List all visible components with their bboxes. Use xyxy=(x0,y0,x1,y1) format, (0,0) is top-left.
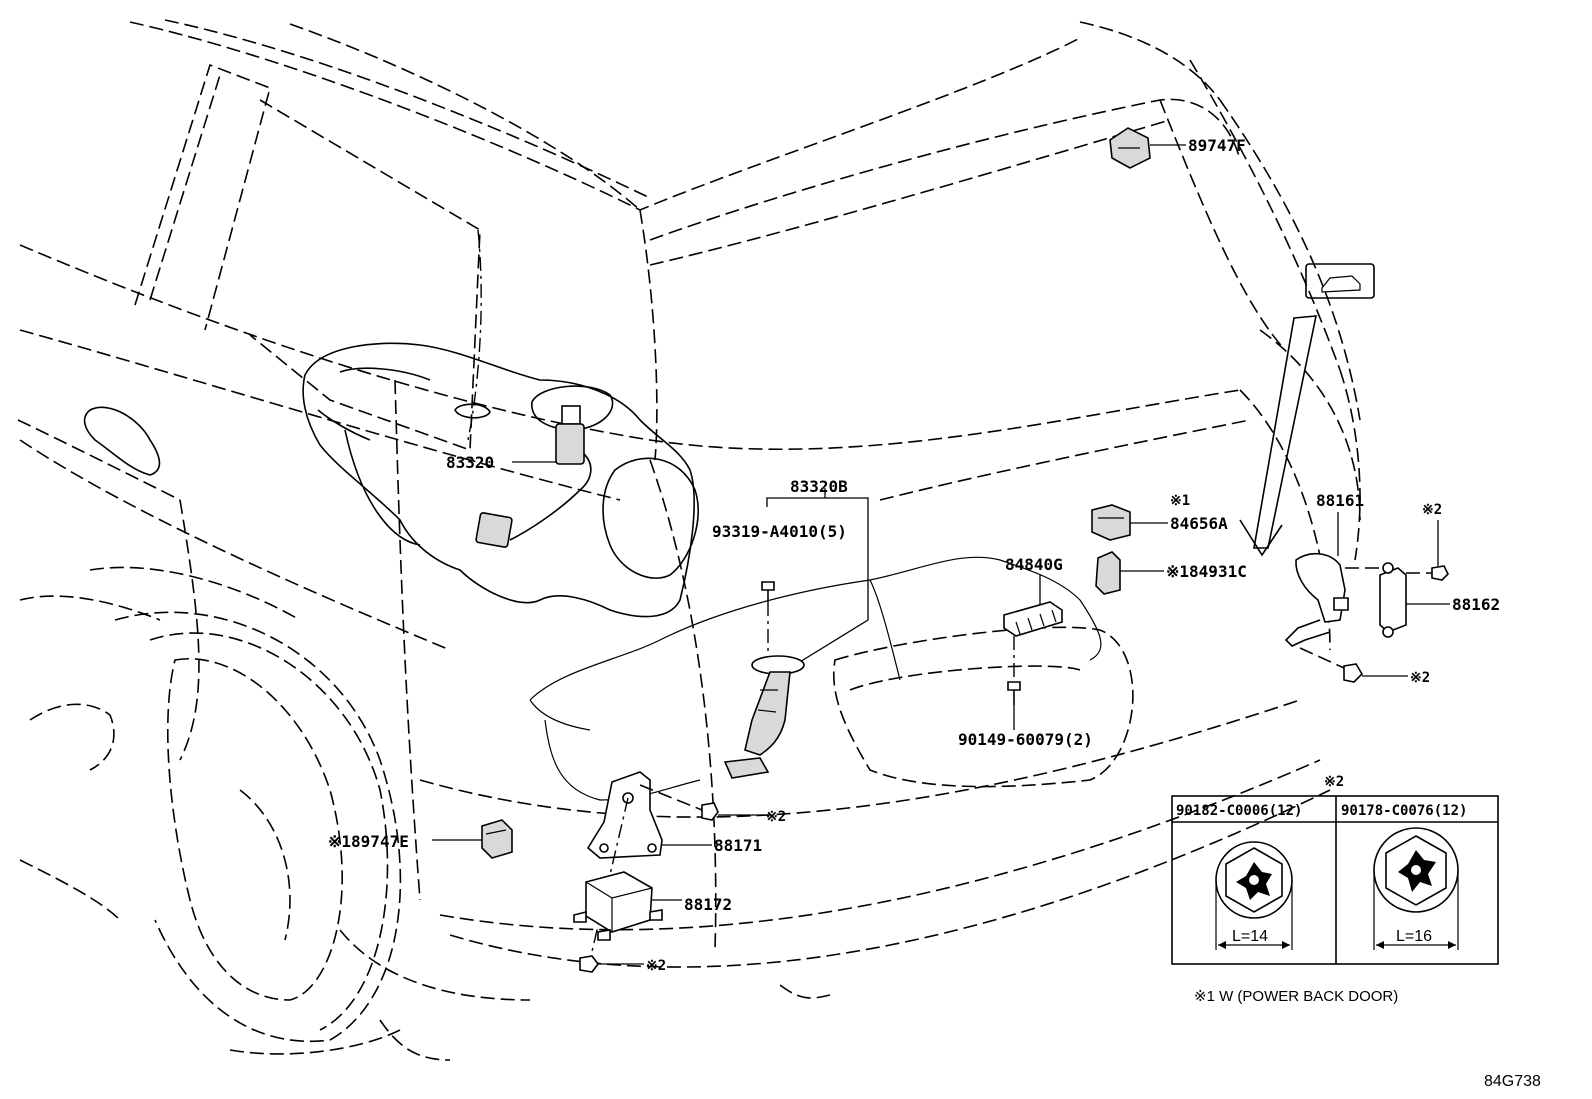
part-84840g: 84840G 90149-60079(2) xyxy=(958,555,1093,749)
part-89747e: ※189747E xyxy=(328,819,513,859)
back-door-icon xyxy=(1305,263,1375,299)
part-84931c: ※184931C xyxy=(1095,551,1247,595)
part-89747f: 89747F xyxy=(1109,127,1246,169)
label-89747e: ※189747E xyxy=(328,832,409,851)
label-mark-2b: ※2 xyxy=(1410,670,1430,686)
part-83320b: 83320B 93319-A4010(5) xyxy=(712,477,869,779)
part-88161: 88161 xyxy=(1284,491,1390,647)
inset-frame xyxy=(1171,795,1499,965)
label-84656a-mark: ※1 xyxy=(1170,493,1190,509)
label-mark-2d: ※2 xyxy=(646,958,666,974)
label-88161: 88161 xyxy=(1316,491,1364,510)
inset-col2-length: L=16 xyxy=(1396,928,1432,945)
cargo-floor xyxy=(529,556,1102,801)
label-89747f: 89747F xyxy=(1188,136,1246,155)
footnote: ※1 W (POWER BACK DOOR) xyxy=(1194,988,1398,1005)
inset-col1-part: 90182-C0006(12) xyxy=(1176,803,1302,819)
label-84931c: ※184931C xyxy=(1166,562,1247,581)
part-88171: 88171 ※2 xyxy=(586,771,786,859)
label-88172: 88172 xyxy=(684,895,732,914)
part-88162: 88162 ※2 xyxy=(1379,502,1500,638)
label-mark-2a: ※2 xyxy=(1422,502,1442,518)
nut-right: ※2 xyxy=(1299,647,1430,686)
part-88172: 88172 ※2 xyxy=(573,797,732,974)
part-83320: 83320 xyxy=(446,405,592,548)
inset-mark: ※2 xyxy=(1324,774,1344,790)
hex-nut-icon xyxy=(1373,827,1459,950)
label-93319: 93319-A4010(5) xyxy=(712,522,847,541)
label-88171: 88171 xyxy=(714,836,762,855)
fuel-tank xyxy=(302,342,699,618)
vehicle-outline xyxy=(17,19,1361,1061)
label-83320b: 83320B xyxy=(790,477,848,496)
fastener-inset: ※2 90182-C0006(12) 90178-C0076(12) L=14 xyxy=(1171,774,1499,965)
label-84840g: 84840G xyxy=(1005,555,1063,574)
label-90149: 90149-60079(2) xyxy=(958,730,1093,749)
label-mark-2c: ※2 xyxy=(766,809,786,825)
label-83320: 83320 xyxy=(446,453,494,472)
reference-code: 84G738 xyxy=(1484,1073,1541,1090)
back-door-reference xyxy=(1239,263,1375,557)
hex-nut-icon xyxy=(1215,841,1293,950)
inset-col1-length: L=14 xyxy=(1232,928,1268,945)
inset-col2-part: 90178-C0076(12) xyxy=(1341,803,1467,819)
label-84656a: 84656A xyxy=(1170,514,1228,533)
label-88162: 88162 xyxy=(1452,595,1500,614)
part-84656a: ※1 84656A xyxy=(1091,493,1228,541)
